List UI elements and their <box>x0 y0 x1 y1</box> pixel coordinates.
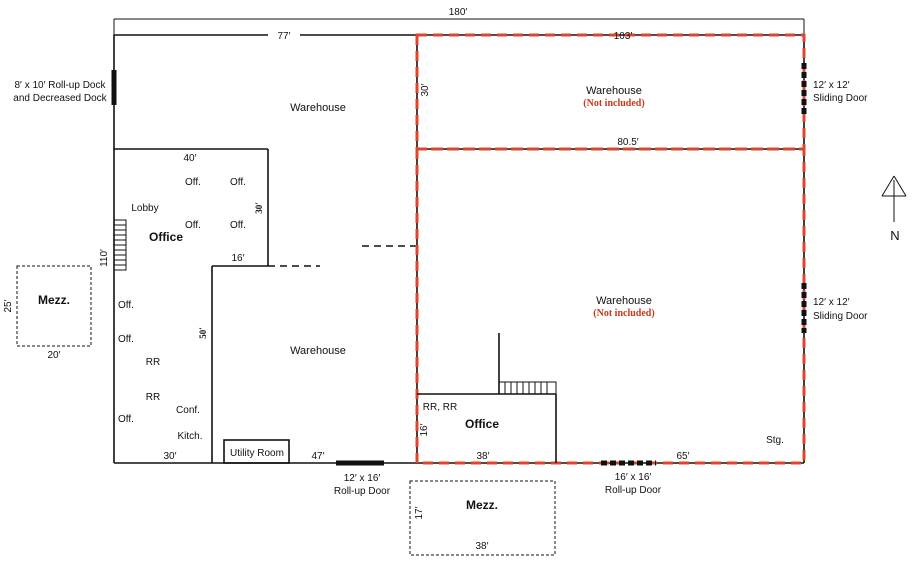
mezz-west-box <box>16 265 92 347</box>
office-east-label: Office <box>465 417 499 431</box>
dim-wh-depth: 50′ <box>198 327 208 339</box>
not-included-ne: (Not included) <box>583 98 644 109</box>
room-off-2: Off. <box>230 177 246 188</box>
dim-mid-width: 80.5′ <box>617 137 638 148</box>
dock-west-label-2: and Decreased Dock <box>13 93 107 104</box>
dim-east-office-width: 38′ <box>477 451 490 462</box>
room-kitch: Kitch. <box>177 431 202 442</box>
mezz-south-box <box>409 480 556 556</box>
dim-office-width: 40′ <box>184 153 197 164</box>
room-rr-1: RR <box>146 357 160 368</box>
dim-west-depth: 110′ <box>99 249 110 267</box>
warehouse-e-label: Warehouse <box>596 295 652 307</box>
sliding-ne-label-1: 12′ x 12′ <box>813 80 850 91</box>
mezz-west-label: Mezz. <box>38 293 70 307</box>
dock-west-label-1: 8′ x 10′ Roll-up Dock <box>14 80 106 91</box>
warehouse-sw-label: Warehouse <box>290 345 346 357</box>
rollup-south-label-2: Roll-up Door <box>334 486 391 497</box>
dim-east-width: 103′ <box>614 31 633 42</box>
dim-south-office: 30′ <box>164 451 177 462</box>
room-off-7: Off. <box>118 414 134 425</box>
room-lobby: Lobby <box>131 203 158 214</box>
sliding-e-label-2: Sliding Door <box>813 311 868 322</box>
dim-office-depth: 30′ <box>254 202 264 214</box>
office-west-label: Office <box>149 230 183 244</box>
utility-room <box>223 439 290 464</box>
warehouse-nw-label: Warehouse <box>290 102 346 114</box>
dim-east-office-depth: 16′ <box>419 423 430 436</box>
dim-step-width: 16′ <box>232 253 245 264</box>
dim-mezz-west-depth: 25′ <box>3 299 14 312</box>
room-off-5: Off. <box>118 300 134 311</box>
stairs-east <box>498 381 557 395</box>
sliding-e-label-1: 12′ x 12′ <box>813 297 850 308</box>
room-off-1: Off. <box>185 177 201 188</box>
dim-east-south: 65′ <box>677 451 690 462</box>
warehouse-ne-label: Warehouse <box>586 85 642 97</box>
utility-room-label: Utility Room <box>230 448 284 459</box>
dim-mezz-west-width: 20′ <box>48 350 61 361</box>
room-off-6: Off. <box>118 334 134 345</box>
room-stg: Stg. <box>766 435 784 446</box>
room-off-4: Off. <box>230 220 246 231</box>
stairs-west <box>113 219 127 271</box>
dim-north-depth: 30′ <box>420 83 431 96</box>
sliding-ne-label-2: Sliding Door <box>813 93 868 104</box>
dim-west-width: 77′ <box>278 31 291 42</box>
dim-mezz-south-depth: 17′ <box>414 506 425 519</box>
mezz-south-label: Mezz. <box>466 498 498 512</box>
rollup-se-label-1: 16′ x 16′ <box>615 472 652 483</box>
room-rr-2: RR <box>146 392 160 403</box>
north-arrow-icon <box>881 175 907 222</box>
dim-total-width: 180′ <box>449 7 468 18</box>
dim-south-mid: 47′ <box>312 451 325 462</box>
dim-mezz-south-width: 38′ <box>476 541 489 552</box>
rollup-south-label-1: 12′ x 16′ <box>344 473 381 484</box>
room-off-3: Off. <box>185 220 201 231</box>
rollup-se-label-2: Roll-up Door <box>605 485 662 496</box>
room-rr-east: RR, RR <box>423 402 457 413</box>
room-conf: Conf. <box>176 405 200 416</box>
not-included-e: (Not included) <box>593 308 654 319</box>
north-label: N <box>890 228 899 243</box>
